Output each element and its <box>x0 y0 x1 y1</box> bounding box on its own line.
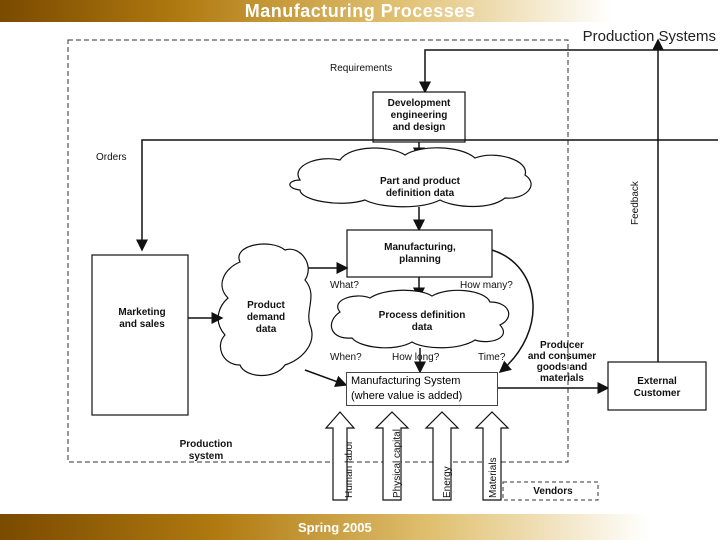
how-long-label: How long? <box>392 352 440 363</box>
production-system-label-2: system <box>189 451 224 462</box>
page-title: Manufacturing Processes <box>244 1 476 21</box>
production-system-boundary <box>67 39 569 463</box>
requirements-label: Requirements <box>330 63 392 74</box>
physical-capital-label: Physical capital <box>392 429 403 498</box>
part-cloud-label-2: definition data <box>386 188 455 199</box>
mfg-label-1: Manufacturing, <box>384 242 456 253</box>
vendors-box <box>502 481 599 501</box>
mfg-label-2: planning <box>399 254 441 265</box>
marketing-label-1: Marketing <box>118 307 165 318</box>
input-arrow-energy <box>424 411 460 501</box>
product-cloud-label-2: demand <box>247 312 285 323</box>
vendors-label: Vendors <box>533 486 573 497</box>
producer-label-1: Producer <box>540 340 584 351</box>
production-system-label-1: Production <box>180 439 233 450</box>
part-definition-cloud <box>289 147 532 208</box>
manufacturing-system-line-2: (where value is added) <box>351 390 463 402</box>
marketing-box <box>91 254 189 416</box>
development-label-2: engineering <box>391 110 448 121</box>
how-many-label: How many? <box>460 280 513 291</box>
producer-label-4: materials <box>540 373 584 384</box>
product-cloud-label-3: data <box>256 324 277 335</box>
orders-label: Orders <box>96 152 127 163</box>
producer-label-3: goods and <box>537 362 588 373</box>
input-arrow-physical-capital <box>374 411 410 501</box>
orders-arrow <box>136 139 718 252</box>
demand-to-system-arrow <box>304 369 348 388</box>
when-label: When? <box>330 352 362 363</box>
time-label: Time? <box>478 352 506 363</box>
manufacturing-system-label: Manufacturing System (where value is add… <box>346 372 498 406</box>
process-cloud-label-2: data <box>412 322 433 333</box>
part-cloud-label-1: Part and product <box>380 176 461 187</box>
energy-label: Energy <box>442 466 453 498</box>
process-cloud-label-1: Process definition <box>379 310 466 321</box>
title-bar: Manufacturing Processes <box>0 0 720 22</box>
product-demand-cloud <box>217 243 313 377</box>
input-arrow-human-labor <box>324 411 356 501</box>
what-label: What? <box>330 280 359 291</box>
external-label-2: Customer <box>634 388 681 399</box>
footer-text: Spring 2005 <box>298 520 372 535</box>
manufacturing-planning-box <box>346 229 493 278</box>
materials-label: Materials <box>488 457 499 498</box>
mfg-to-system-arrow <box>491 249 534 373</box>
development-label-3: and design <box>393 122 446 133</box>
external-customer-box <box>607 361 707 411</box>
manufacturing-system-line-1: Manufacturing System <box>351 375 461 387</box>
marketing-label-2: and sales <box>119 319 165 330</box>
footer-bar: Spring 2005 <box>0 514 720 540</box>
human-labor-label: Human labor <box>344 440 355 498</box>
development-label-1: Development <box>388 98 451 109</box>
page-subtitle: Production Systems <box>582 28 716 45</box>
input-arrow-materials <box>474 411 510 501</box>
feedback-label: Feedback <box>630 180 641 225</box>
requirements-arrow <box>419 49 718 94</box>
process-definition-cloud <box>330 289 510 349</box>
external-label-1: External <box>637 376 677 387</box>
producer-label-2: and consumer <box>528 351 596 362</box>
product-cloud-label-1: Product <box>247 300 285 311</box>
